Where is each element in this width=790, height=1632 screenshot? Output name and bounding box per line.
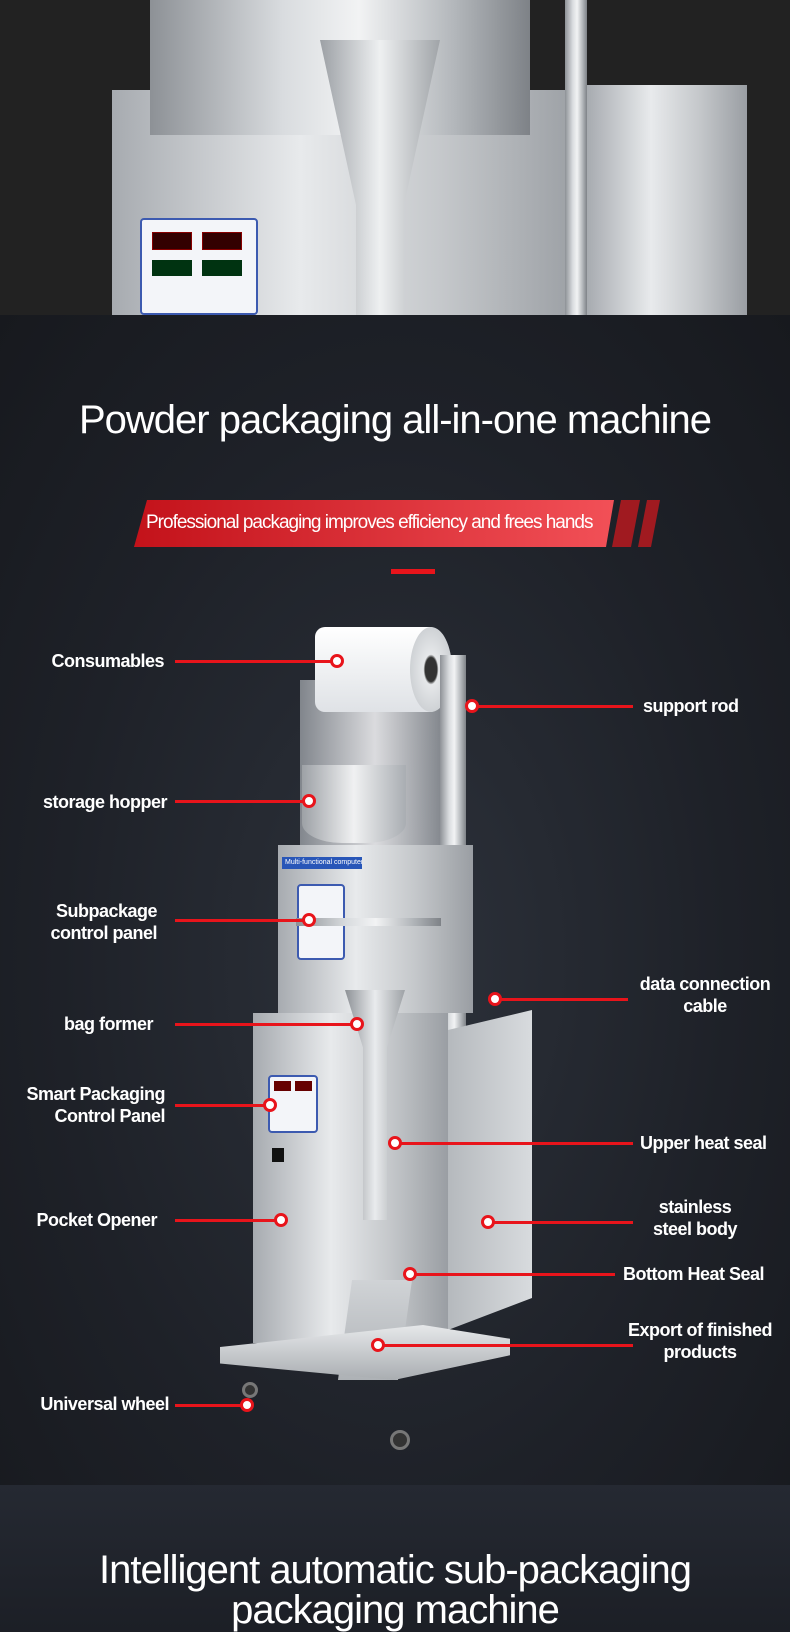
callout-line — [488, 1221, 633, 1224]
label-universal-wheel: Universal wheel — [40, 1394, 169, 1414]
callout-dot — [388, 1136, 402, 1150]
callout-line — [495, 998, 628, 1001]
label-data-connection-cable: data connection cable — [639, 974, 771, 1016]
subtitle-banner — [134, 500, 614, 547]
callout-line — [175, 1219, 281, 1222]
label-pocket-opener: Pocket Opener — [36, 1210, 157, 1230]
support-rod — [565, 0, 587, 315]
callout-dot — [274, 1213, 288, 1227]
bottom-section — [0, 1485, 790, 1631]
label-stainless-steel-body: stainless steel body — [652, 1197, 738, 1239]
cross-bar — [296, 918, 441, 926]
top-machine-photo — [0, 0, 790, 315]
label-bottom-heat-seal: Bottom Heat Seal — [623, 1264, 765, 1284]
side-panel — [448, 1010, 532, 1330]
page-title: Powder packaging all-in-one machine — [78, 398, 712, 442]
divider — [391, 569, 435, 574]
label-upper-heat-seal: Upper heat seal — [640, 1133, 767, 1153]
wheel — [390, 1430, 410, 1450]
callout-dot — [302, 794, 316, 808]
callout-dot — [330, 654, 344, 668]
subtitle: Professional packaging improves efficien… — [146, 512, 594, 533]
callout-line — [472, 705, 633, 708]
callout-line — [410, 1273, 615, 1276]
wheel — [242, 1382, 258, 1398]
callout-dot — [403, 1267, 417, 1281]
label-bag-former: bag former — [63, 1014, 154, 1034]
label-storage-hopper: storage hopper — [42, 792, 168, 812]
label-consumables: Consumables — [51, 651, 164, 671]
machine-plate: Multi-functional computer — [282, 857, 362, 869]
label-export-of-finished-products: Export of finished products — [628, 1320, 773, 1362]
label-subpackage-control-panel: Subpackage control panel — [50, 901, 157, 943]
callout-line — [175, 660, 337, 663]
callout-dot — [488, 992, 502, 1006]
control-panel — [140, 218, 258, 315]
side-body — [587, 85, 747, 315]
callout-dot — [240, 1398, 254, 1412]
callout-dot — [465, 699, 479, 713]
callout-line — [175, 1404, 247, 1407]
callout-dot — [350, 1017, 364, 1031]
callout-line — [378, 1344, 633, 1347]
callout-dot — [481, 1215, 495, 1229]
callout-line — [175, 800, 309, 803]
callout-line — [175, 1104, 270, 1107]
power-switch — [272, 1148, 284, 1162]
label-support-rod: support rod — [643, 696, 739, 716]
storage-hopper — [302, 765, 406, 843]
label-smart-packaging-control-panel: Smart Packaging Control Panel — [26, 1084, 165, 1126]
callout-line — [395, 1142, 633, 1145]
bottom-title: Intelligent automatic sub-packaging pack… — [98, 1548, 692, 1632]
callout-line — [175, 919, 309, 922]
callout-dot — [371, 1338, 385, 1352]
smart-panel — [268, 1075, 318, 1133]
callout-dot — [263, 1098, 277, 1112]
callout-line — [175, 1023, 357, 1026]
callout-dot — [302, 913, 316, 927]
